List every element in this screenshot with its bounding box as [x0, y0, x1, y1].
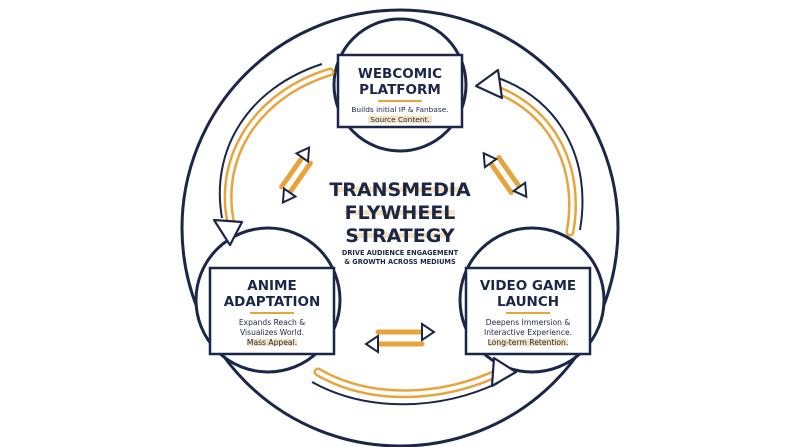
anime-title-line1: ANIME — [247, 278, 296, 294]
two-way-arrow-left — [279, 145, 313, 205]
anime-desc-line3: Mass Appeal. — [247, 338, 297, 347]
node-webcomic: WEBCOMIC PLATFORM Builds initial IP & Fa… — [336, 53, 464, 129]
outer-ring — [180, 8, 620, 447]
game-desc-line2: Interactive Experience. — [484, 328, 572, 337]
node-game: VIDEO GAME LAUNCH Deepens Immersion & In… — [464, 266, 592, 356]
center-title: TRANSMEDIA FLYWHEEL STRATEGY DRIVE AUDIE… — [329, 179, 471, 266]
flow-arrow-webcomic-to-anime — [212, 63, 335, 247]
node-anime: ANIME ADAPTATION Expands Reach & Visuali… — [208, 266, 336, 356]
webcomic-title-line1: WEBCOMIC — [358, 66, 442, 82]
center-subtitle-line2: & GROWTH ACROSS MEDIUMS — [344, 258, 456, 266]
webcomic-title-line2: PLATFORM — [359, 82, 441, 98]
center-title-line1: TRANSMEDIA — [329, 179, 471, 201]
anime-title-line2: ADAPTATION — [224, 294, 321, 310]
webcomic-desc-line1: Builds initial IP & Fanbase. — [351, 105, 448, 114]
two-way-arrow-bottom — [364, 322, 436, 354]
game-title-line1: VIDEO GAME — [480, 278, 576, 294]
game-desc-line1: Deepens Immersion & — [486, 318, 571, 327]
game-desc-line3: Long-term Retention. — [488, 338, 569, 347]
two-way-arrow-right — [482, 151, 528, 199]
anime-desc-line2: Visualizes World. — [240, 328, 304, 337]
game-title-line2: LAUNCH — [497, 294, 559, 310]
flow-arrow-game-to-webcomic — [474, 68, 584, 237]
flow-arrow-anime-to-game — [311, 356, 518, 406]
webcomic-box — [336, 53, 464, 129]
webcomic-desc-line2: Source Content. — [370, 115, 429, 124]
center-subtitle-line1: DRIVE AUDIENCE ENGAGEMENT — [342, 249, 459, 257]
center-title-line3: STRATEGY — [345, 225, 455, 247]
center-title-line2: FLYWHEEL — [345, 202, 456, 224]
anime-desc-line1: Expands Reach & — [239, 318, 305, 327]
